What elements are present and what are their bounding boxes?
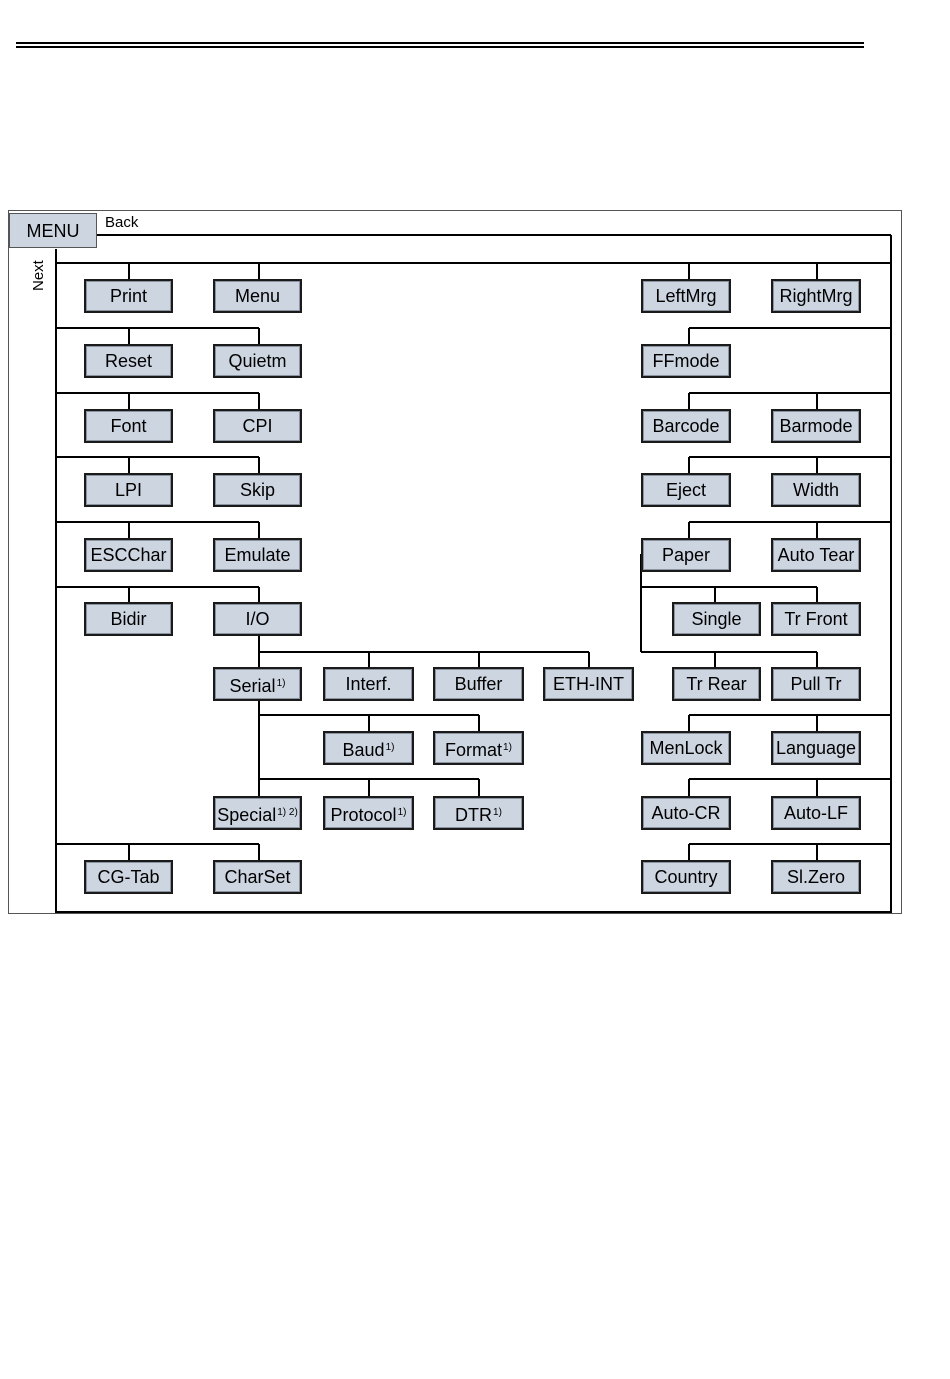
node-skip[interactable]: Skip bbox=[213, 473, 302, 507]
node-label: Width bbox=[792, 480, 839, 500]
footnote-mark: 1) bbox=[397, 807, 407, 818]
node-eject[interactable]: Eject bbox=[641, 473, 731, 507]
node-auto-cr[interactable]: Auto-CR bbox=[641, 796, 731, 830]
node-label: Tr Rear bbox=[686, 674, 747, 694]
node-label: Quietm bbox=[228, 351, 287, 371]
node-label: Auto Tear bbox=[777, 545, 855, 565]
node-language[interactable]: Language bbox=[771, 731, 861, 765]
node-label: FFmode bbox=[652, 351, 720, 371]
node-label: LeftMrg bbox=[655, 286, 717, 306]
node-label: Interf. bbox=[345, 674, 392, 694]
node-ffmode[interactable]: FFmode bbox=[641, 344, 731, 378]
node-tr-front[interactable]: Tr Front bbox=[771, 602, 861, 636]
node-barmode[interactable]: Barmode bbox=[771, 409, 861, 443]
node-label: Emulate bbox=[224, 545, 291, 565]
node-label: Buffer bbox=[454, 674, 503, 694]
node-label: Skip bbox=[239, 480, 275, 500]
node-label: Tr Front bbox=[784, 609, 848, 629]
node-label: RightMrg bbox=[779, 286, 853, 306]
node-auto-tear[interactable]: Auto Tear bbox=[771, 538, 861, 572]
node-label: Barcode bbox=[652, 416, 720, 436]
top-rule-secondary bbox=[16, 46, 864, 48]
node-label: Bidir bbox=[110, 609, 147, 629]
node-label: Protocol bbox=[330, 805, 397, 825]
node-cpi[interactable]: CPI bbox=[213, 409, 302, 443]
next-label: Next bbox=[30, 260, 47, 291]
node-quietm[interactable]: Quietm bbox=[213, 344, 302, 378]
node-barcode[interactable]: Barcode bbox=[641, 409, 731, 443]
node-charset[interactable]: CharSet bbox=[213, 860, 302, 894]
node-bidir[interactable]: Bidir bbox=[84, 602, 173, 636]
footnote-mark: 1) bbox=[276, 678, 286, 689]
node-country[interactable]: Country bbox=[641, 860, 731, 894]
node-auto-lf[interactable]: Auto-LF bbox=[771, 796, 861, 830]
node-label: Font bbox=[110, 416, 147, 436]
node-label: DTR bbox=[455, 805, 493, 825]
node-font[interactable]: Font bbox=[84, 409, 173, 443]
menu-button[interactable]: MENU bbox=[9, 213, 97, 248]
node-label: Language bbox=[775, 738, 857, 758]
node-label: Country bbox=[654, 867, 718, 887]
node-buffer[interactable]: Buffer bbox=[433, 667, 524, 701]
node-label: Print bbox=[109, 286, 147, 306]
node-single[interactable]: Single bbox=[672, 602, 761, 636]
node-protocol[interactable]: Protocol1) bbox=[323, 796, 414, 830]
node-dtr[interactable]: DTR1) bbox=[433, 796, 524, 830]
node-eth-int[interactable]: ETH-INT bbox=[543, 667, 634, 701]
node-leftmrg[interactable]: LeftMrg bbox=[641, 279, 731, 313]
node-print[interactable]: Print bbox=[84, 279, 173, 313]
node-label: CPI bbox=[242, 416, 273, 436]
footnote-mark: 1) bbox=[503, 742, 512, 753]
node-label: MenLock bbox=[649, 738, 723, 758]
node-label: Pull Tr bbox=[790, 674, 842, 694]
node-label: Sl.Zero bbox=[786, 867, 846, 887]
node-label: Auto-LF bbox=[783, 803, 849, 823]
node-label: LPI bbox=[114, 480, 143, 500]
footnote-mark: 1) bbox=[385, 742, 395, 753]
node-menlock[interactable]: MenLock bbox=[641, 731, 731, 765]
node-io[interactable]: I/O bbox=[213, 602, 302, 636]
node-width[interactable]: Width bbox=[771, 473, 861, 507]
node-label: ETH-INT bbox=[553, 674, 624, 694]
node-label: CharSet bbox=[224, 867, 291, 887]
node-label: Eject bbox=[665, 480, 707, 500]
node-emulate[interactable]: Emulate bbox=[213, 538, 302, 572]
connector-lines bbox=[55, 234, 892, 913]
node-label: Special bbox=[217, 805, 277, 825]
footnote-mark: 1) 2) bbox=[277, 807, 298, 818]
node-menu[interactable]: Menu bbox=[213, 279, 302, 313]
node-pull-tr[interactable]: Pull Tr bbox=[771, 667, 861, 701]
node-lpi[interactable]: LPI bbox=[84, 473, 173, 507]
node-rightmrg[interactable]: RightMrg bbox=[771, 279, 861, 313]
node-paper[interactable]: Paper bbox=[641, 538, 731, 572]
node-escchar[interactable]: ESCChar bbox=[84, 538, 173, 572]
menu-button-label: MENU bbox=[26, 221, 80, 241]
node-label: Paper bbox=[661, 545, 711, 565]
footnote-mark: 1) bbox=[493, 807, 502, 818]
node-label: Menu bbox=[234, 286, 281, 306]
node-label: Format bbox=[445, 740, 503, 760]
menu-tree-diagram: MENU Back Next Print Menu Reset Quietm F… bbox=[8, 210, 902, 914]
node-label: I/O bbox=[245, 609, 270, 629]
node-label: Serial bbox=[229, 676, 276, 696]
node-special[interactable]: Special1) 2) bbox=[213, 796, 302, 830]
node-label: Single bbox=[691, 609, 742, 629]
node-format[interactable]: Format1) bbox=[433, 731, 524, 765]
node-label: ESCChar bbox=[90, 545, 167, 565]
top-rule bbox=[16, 42, 864, 44]
node-interf[interactable]: Interf. bbox=[323, 667, 414, 701]
node-sl-zero[interactable]: Sl.Zero bbox=[771, 860, 861, 894]
node-label: Reset bbox=[104, 351, 153, 371]
node-reset[interactable]: Reset bbox=[84, 344, 173, 378]
node-label: Barmode bbox=[779, 416, 853, 436]
node-baud[interactable]: Baud1) bbox=[323, 731, 414, 765]
node-serial[interactable]: Serial1) bbox=[213, 667, 302, 701]
node-label: Baud bbox=[342, 740, 385, 760]
node-cg-tab[interactable]: CG-Tab bbox=[84, 860, 173, 894]
node-label: CG-Tab bbox=[97, 867, 160, 887]
back-label: Back bbox=[105, 214, 139, 231]
node-tr-rear[interactable]: Tr Rear bbox=[672, 667, 761, 701]
node-label: Auto-CR bbox=[651, 803, 721, 823]
